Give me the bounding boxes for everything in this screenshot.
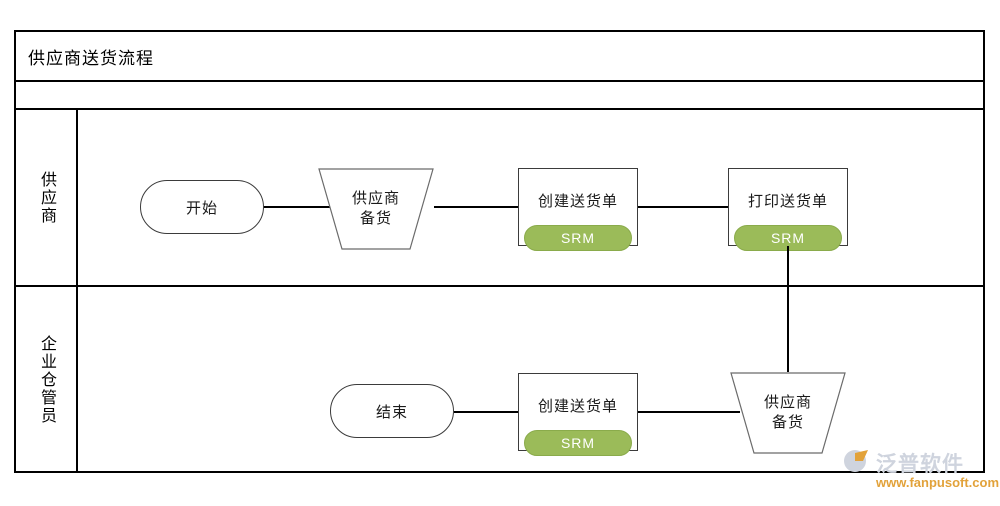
node-receive-goods[interactable]: 供应商 备货	[730, 372, 846, 454]
node-create-note-2-badge: SRM	[524, 430, 632, 456]
connector-prepare-to-create	[434, 206, 530, 208]
node-end[interactable]: 结束	[330, 384, 454, 438]
connector-print-down-lane1	[787, 246, 789, 287]
node-create-note-label: 创建送货单	[537, 192, 618, 210]
swimlane-frame: 供应商送货流程 供应商 开始	[14, 30, 985, 473]
lane-supplier-label: 供应商	[38, 170, 55, 225]
lane-warehouse-label-cell: 企业仓管员	[16, 287, 78, 473]
page-title: 供应商送货流程	[28, 48, 154, 68]
diagram-title-row: 供应商送货流程	[16, 32, 983, 82]
connector-print-down-lane2	[787, 287, 789, 372]
connector-create2-to-end	[454, 411, 520, 413]
lane-supplier-body: 开始 供应商 备货 创建送货单 SRM	[78, 110, 983, 287]
lane-warehouse: 企业仓管员 结束 创建送货单 SRM	[16, 287, 983, 473]
node-prepare-goods[interactable]: 供应商 备货	[318, 168, 434, 250]
lane-supplier: 供应商 开始 供应商	[16, 110, 983, 287]
node-end-label: 结束	[375, 403, 408, 421]
node-create-note-2-label: 创建送货单	[537, 397, 618, 415]
header-spacer-row	[16, 82, 983, 110]
lane-warehouse-label: 企业仓管员	[38, 335, 55, 425]
connector-start-to-prepare	[264, 206, 390, 208]
connector-receive-to-create2	[638, 411, 740, 413]
trapezoid-shape	[318, 168, 434, 250]
node-print-note-label: 打印送货单	[747, 192, 828, 210]
watermark-url: www.fanpusoft.com	[876, 475, 1000, 490]
lane-supplier-label-cell: 供应商	[16, 110, 78, 285]
node-start[interactable]: 开始	[140, 180, 264, 234]
trapezoid-shape-2	[730, 372, 846, 454]
lane-warehouse-body: 结束 创建送货单 SRM 供应商 备货	[78, 287, 983, 473]
connector-create-to-print	[638, 206, 732, 208]
node-create-note-badge: SRM	[524, 225, 632, 251]
node-start-label: 开始	[185, 199, 218, 217]
